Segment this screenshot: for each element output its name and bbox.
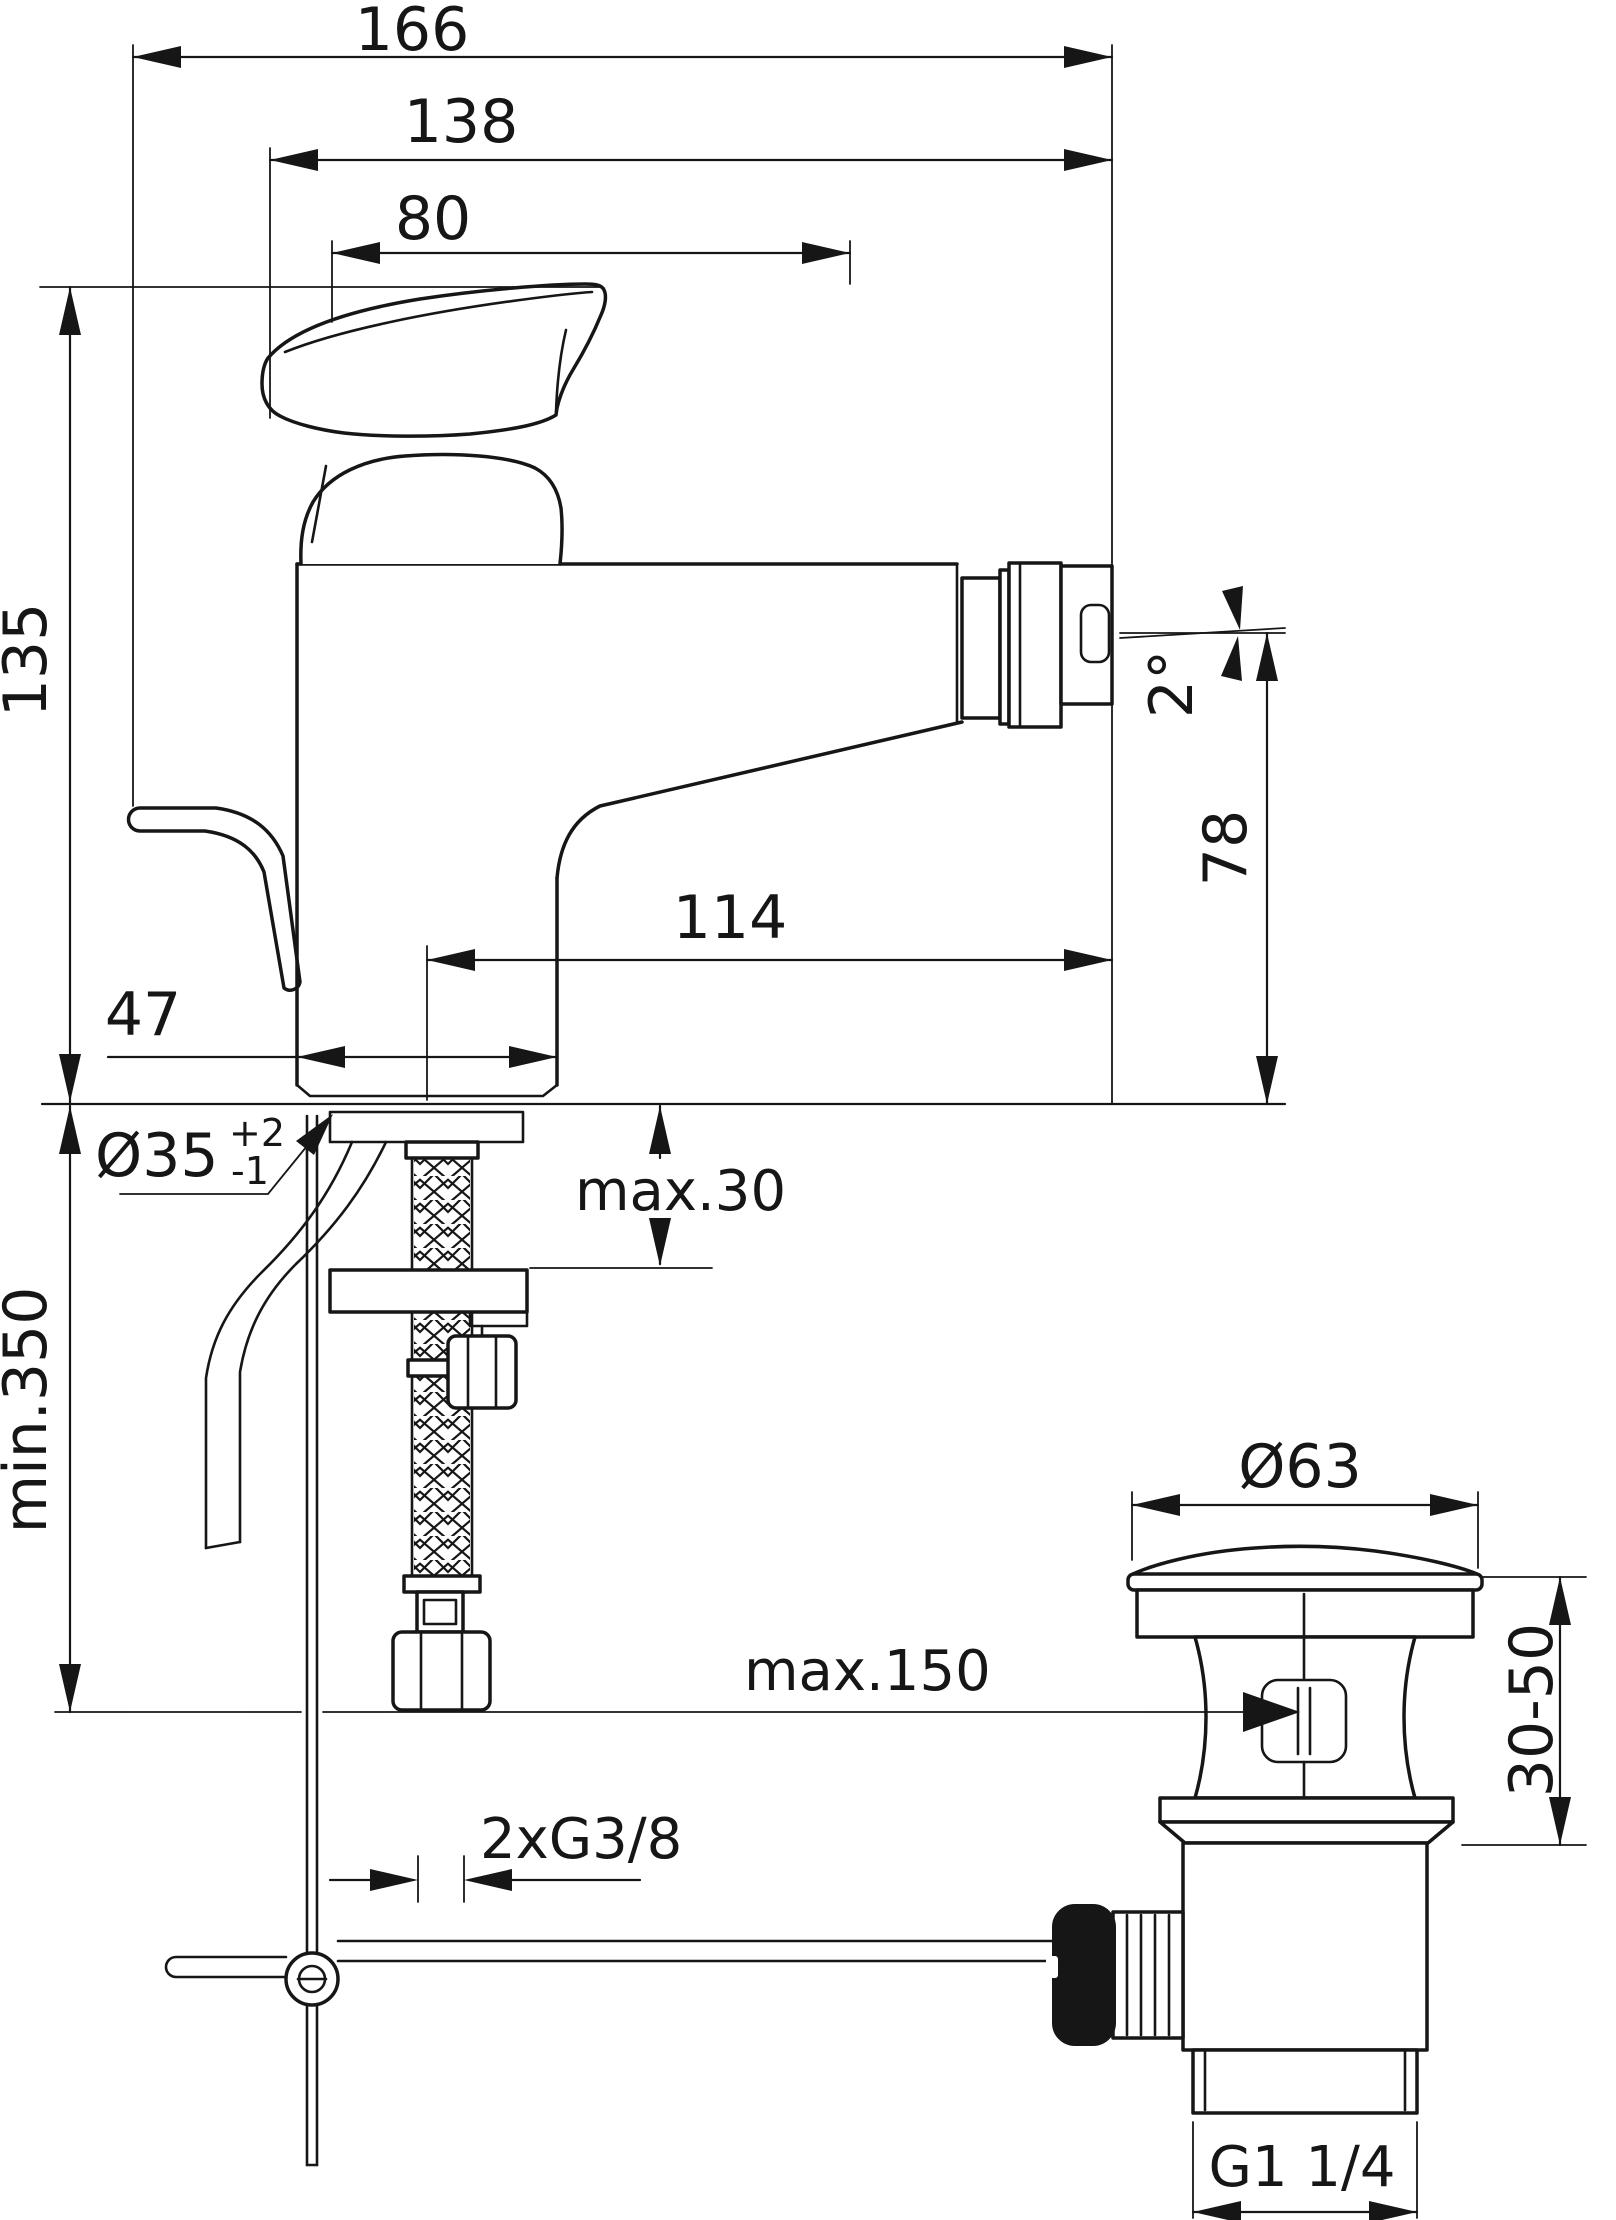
aerator — [960, 561, 1114, 729]
clamp-washer — [328, 1268, 529, 1314]
hose-top-ferrule — [404, 1140, 480, 1160]
waste-lower-body — [1181, 1841, 1429, 2052]
pop-up-waste — [1046, 1544, 1484, 2115]
mounting-shank — [328, 1110, 525, 1144]
label-hose-length-min: min.350 — [0, 1287, 61, 1534]
label-hole-tol-plus: +2 — [229, 1111, 285, 1155]
joint-notch — [1046, 1956, 1058, 1978]
mounting-nut — [446, 1334, 518, 1410]
label-spout-angle: 2° — [1137, 650, 1207, 718]
label-back-to-outlet: 138 — [404, 87, 519, 157]
label-outlet-reach: 114 — [673, 883, 788, 953]
label-overall-width: 166 — [355, 0, 470, 65]
hose-nut — [391, 1630, 492, 1712]
waste-plug-flange — [1126, 1572, 1484, 1592]
lever-lowered-position — [126, 806, 302, 992]
flex-hose-left-end — [204, 1540, 242, 1550]
label-height-above-deck: 135 — [0, 603, 61, 718]
label-supply-connection: 2xG3/8 — [480, 1807, 682, 1872]
cap-boss-edge — [310, 464, 328, 544]
label-handle-length: 80 — [395, 184, 471, 254]
label-hole-tol-minus: -1 — [231, 1149, 269, 1193]
flex-hose-left — [204, 1140, 354, 1550]
dimension-labels: 166 138 80 135 2° 78 114 47 Ø35 +2 -1 ma… — [0, 0, 1567, 2200]
flex-hose-left — [238, 1140, 388, 1544]
lever-highlight — [283, 290, 594, 354]
lever-handle — [260, 282, 608, 438]
hose-ferrule — [402, 1574, 482, 1594]
faucet-assembly — [126, 282, 1114, 2167]
label-deck-thickness-max: max.30 — [575, 1159, 786, 1224]
label-mounting-range: 30-50 — [1497, 1623, 1567, 1797]
waste-plug-dome — [1131, 1544, 1479, 1576]
pop-up-linkage — [164, 1939, 1060, 2167]
clamp-washer-lip — [468, 1310, 529, 1328]
label-outlet-height: 78 — [1191, 810, 1261, 886]
label-waste-cap-diameter: Ø63 — [1238, 1432, 1362, 1502]
fastening-set — [328, 1268, 529, 1410]
waste-clamp-flange — [1158, 1796, 1455, 1824]
label-body-width: 47 — [105, 980, 181, 1050]
lever-front-edge — [554, 328, 568, 414]
faucet-body — [295, 562, 964, 1144]
label-hole-diameter: Ø35 — [95, 1121, 219, 1191]
hose-end-fitting — [391, 1574, 492, 1712]
waste-tailpipe — [1191, 2048, 1419, 2115]
label-rod-reach-max: max.150 — [744, 1639, 991, 1704]
waste-rod-joint — [1052, 1904, 1116, 2046]
lift-rod-left — [164, 1955, 288, 1979]
aerator-window — [1079, 603, 1111, 664]
cartridge-cap — [299, 452, 564, 566]
dimension-lines — [39, 44, 1587, 2220]
spout-underside — [555, 720, 964, 880]
waste-side-collar — [1111, 1910, 1185, 2040]
label-waste-connection: G1 1/4 — [1209, 2135, 1396, 2200]
